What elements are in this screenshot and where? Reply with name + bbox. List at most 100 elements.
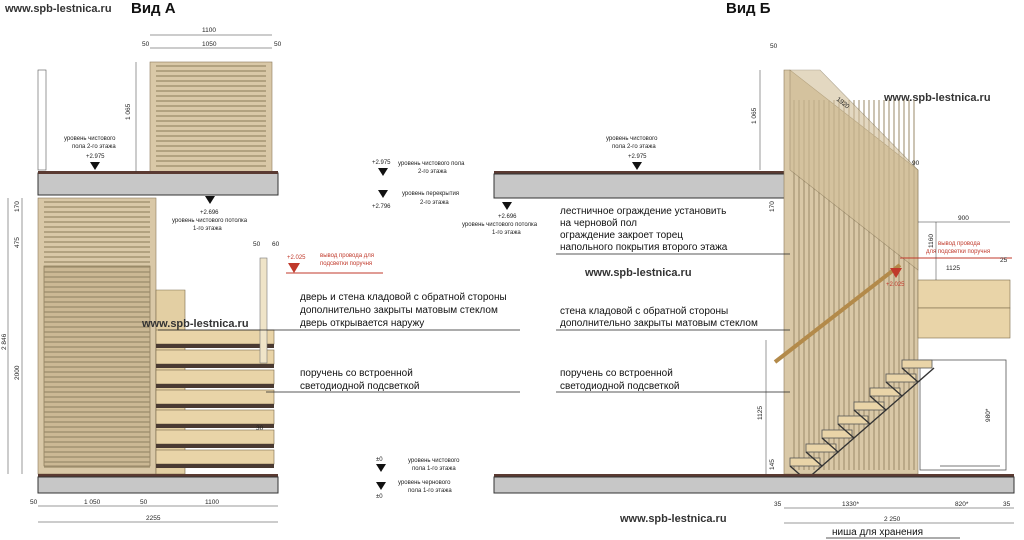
mid-rough1-b: пола 1-го этажа [408, 488, 452, 494]
mid-finish2-a: уровень чистового пола [398, 161, 465, 167]
red-note-a1: вывод провода для [320, 253, 374, 259]
niche-label: ниша для хранения [832, 527, 923, 538]
mid-finish1-b: пола 1-го этажа [412, 466, 456, 472]
stair-tread-b [821, 429, 853, 439]
upper-railing-panel [149, 61, 273, 173]
stair-tread [155, 369, 275, 385]
ceiling1-label-b2: 1-го этажа [492, 230, 521, 236]
red-note-a2: подсветки поручня [320, 261, 372, 267]
ground-finish-b [494, 474, 1014, 477]
stair-stringer-b [885, 381, 919, 397]
level-marker-icon [378, 168, 388, 176]
dim-a-2000: 2000 [14, 365, 21, 380]
stair-tread-b [901, 359, 933, 369]
ceiling1-label-b1: уровень чистового потолка [462, 222, 538, 228]
dim-a-top-right: 50 [274, 41, 282, 48]
note-a-1: дверь и стена кладовой с обратной сторон… [300, 291, 507, 303]
note-b-4: напольного покрытия второго этажа [560, 242, 728, 253]
site-url-top-left: www.spb-lestnica.ru [4, 3, 112, 15]
stair-tread [155, 329, 275, 345]
dim-b-25: 25 [1000, 257, 1008, 264]
ground-slab-a [37, 476, 279, 494]
red-note-b1: вывод провода [938, 241, 981, 247]
dim-a-bottom-50b: 50 [140, 499, 148, 506]
stair-tread [155, 449, 275, 465]
mid-finish2-b: 2-го этажа [418, 169, 447, 175]
second-floor-finish-b [494, 171, 786, 174]
handrail-b [773, 263, 902, 364]
dim-a-post-50: 50 [253, 241, 261, 248]
left-post [37, 69, 47, 171]
dim-b-90: 90 [912, 160, 920, 167]
stair-tread-b [789, 457, 821, 467]
dim-b-top-50: 50 [770, 43, 778, 50]
finish-floor2-val-a: +2.975 [86, 154, 105, 160]
dim-b-rail-h: 1 065 [751, 107, 758, 124]
mid-rough1-a: уровень чернового [398, 480, 451, 486]
stair-steps-a [155, 329, 275, 468]
finish-floor2-val-b: +2.975 [628, 154, 647, 160]
ground-finish-a [38, 474, 278, 477]
stair-steps-b [789, 359, 935, 481]
stair-tread-b [853, 401, 885, 411]
stair-stringer-b [853, 409, 887, 425]
red-note-b2: для подсветки поручня [926, 249, 990, 255]
dim-b-bottom-35b: 35 [1003, 501, 1011, 508]
landing-top [917, 279, 1011, 309]
landing-mid [917, 307, 1011, 339]
dim-a-rail-h: 1 065 [125, 103, 132, 120]
view-b: Вид Б www.spb-lestnica.ru +2.025 вывод п… [462, 0, 1015, 539]
note-b-5: стена кладовой с обратной стороны [560, 305, 728, 317]
stair-tread-b [885, 373, 917, 383]
note-a-3: дверь открывается наружу [300, 318, 424, 329]
site-url-b-top: www.spb-lestnica.ru [883, 92, 991, 104]
ground-slab-b [493, 476, 1015, 494]
dim-b-1125: 1125 [946, 265, 960, 272]
dim-b-bottom-35: 35 [774, 501, 782, 508]
dim-a-bottom-1100: 1100 [205, 499, 219, 506]
mid-overlap-b: 2-го этажа [420, 200, 449, 206]
level-marker-icon [376, 482, 386, 490]
finish-floor2-label-b1: уровень чистового [606, 136, 658, 142]
dim-a-475: 475 [14, 237, 21, 248]
note-a-4: поручень со встроенной [300, 368, 413, 379]
dim-a-bottom-1050: 1 050 [84, 499, 101, 506]
stair-nosing [156, 364, 274, 368]
stair-stringer-b [837, 423, 871, 439]
level-legend: +2.975 уровень чистового пола 2-го этажа… [372, 160, 465, 500]
second-floor-finish [38, 171, 278, 174]
dim-a-top-inner: 1050 [202, 41, 217, 48]
stair-tread-b [869, 387, 901, 397]
level-marker-icon [90, 162, 100, 170]
ceiling1-val-a: +2.696 [200, 210, 219, 216]
note-b-1: лестничное ограждение установить [560, 206, 726, 217]
mid-rough1-val: ±0 [376, 494, 383, 500]
note-b-6: дополнительно закрыты матовым стеклом [560, 318, 758, 329]
stair-stringer-b [821, 437, 855, 453]
dim-b-980: 980* [985, 408, 992, 422]
note-a-2: дополнительно закрыты матовым стеклом [300, 305, 498, 316]
dim-b-900: 900 [958, 215, 969, 222]
stair-nosing [156, 384, 274, 388]
finish-floor2-label-a2: пола 2-го этажа [72, 144, 116, 150]
red-val-a: +2.025 [287, 255, 306, 261]
red-marker-icon [890, 268, 902, 278]
stair-tread-b [805, 443, 837, 453]
closet-door [43, 265, 151, 467]
dim-b-145: 145 [769, 459, 776, 470]
dim-a-top-total: 1100 [202, 27, 216, 34]
upper-railing-slats [156, 65, 266, 167]
mid-overlap-a: уровень перекрытия [402, 191, 459, 197]
ceiling1-label-a2: 1-го этажа [193, 226, 222, 232]
view-a: www.spb-lestnica.ru Вид А уровень чистов… [1, 0, 520, 523]
dim-a-2846: 2 846 [1, 333, 8, 350]
storage-niche [919, 359, 1007, 471]
stair-tread [155, 429, 275, 445]
view-b-title: Вид Б [726, 0, 771, 17]
ceiling1-label-a1: уровень чистового потолка [172, 218, 248, 224]
second-floor-slab [37, 172, 279, 196]
stair-stringer-b [869, 395, 903, 411]
dim-a-small-30: 30 [256, 425, 264, 432]
dim-a-top-left: 50 [142, 41, 150, 48]
